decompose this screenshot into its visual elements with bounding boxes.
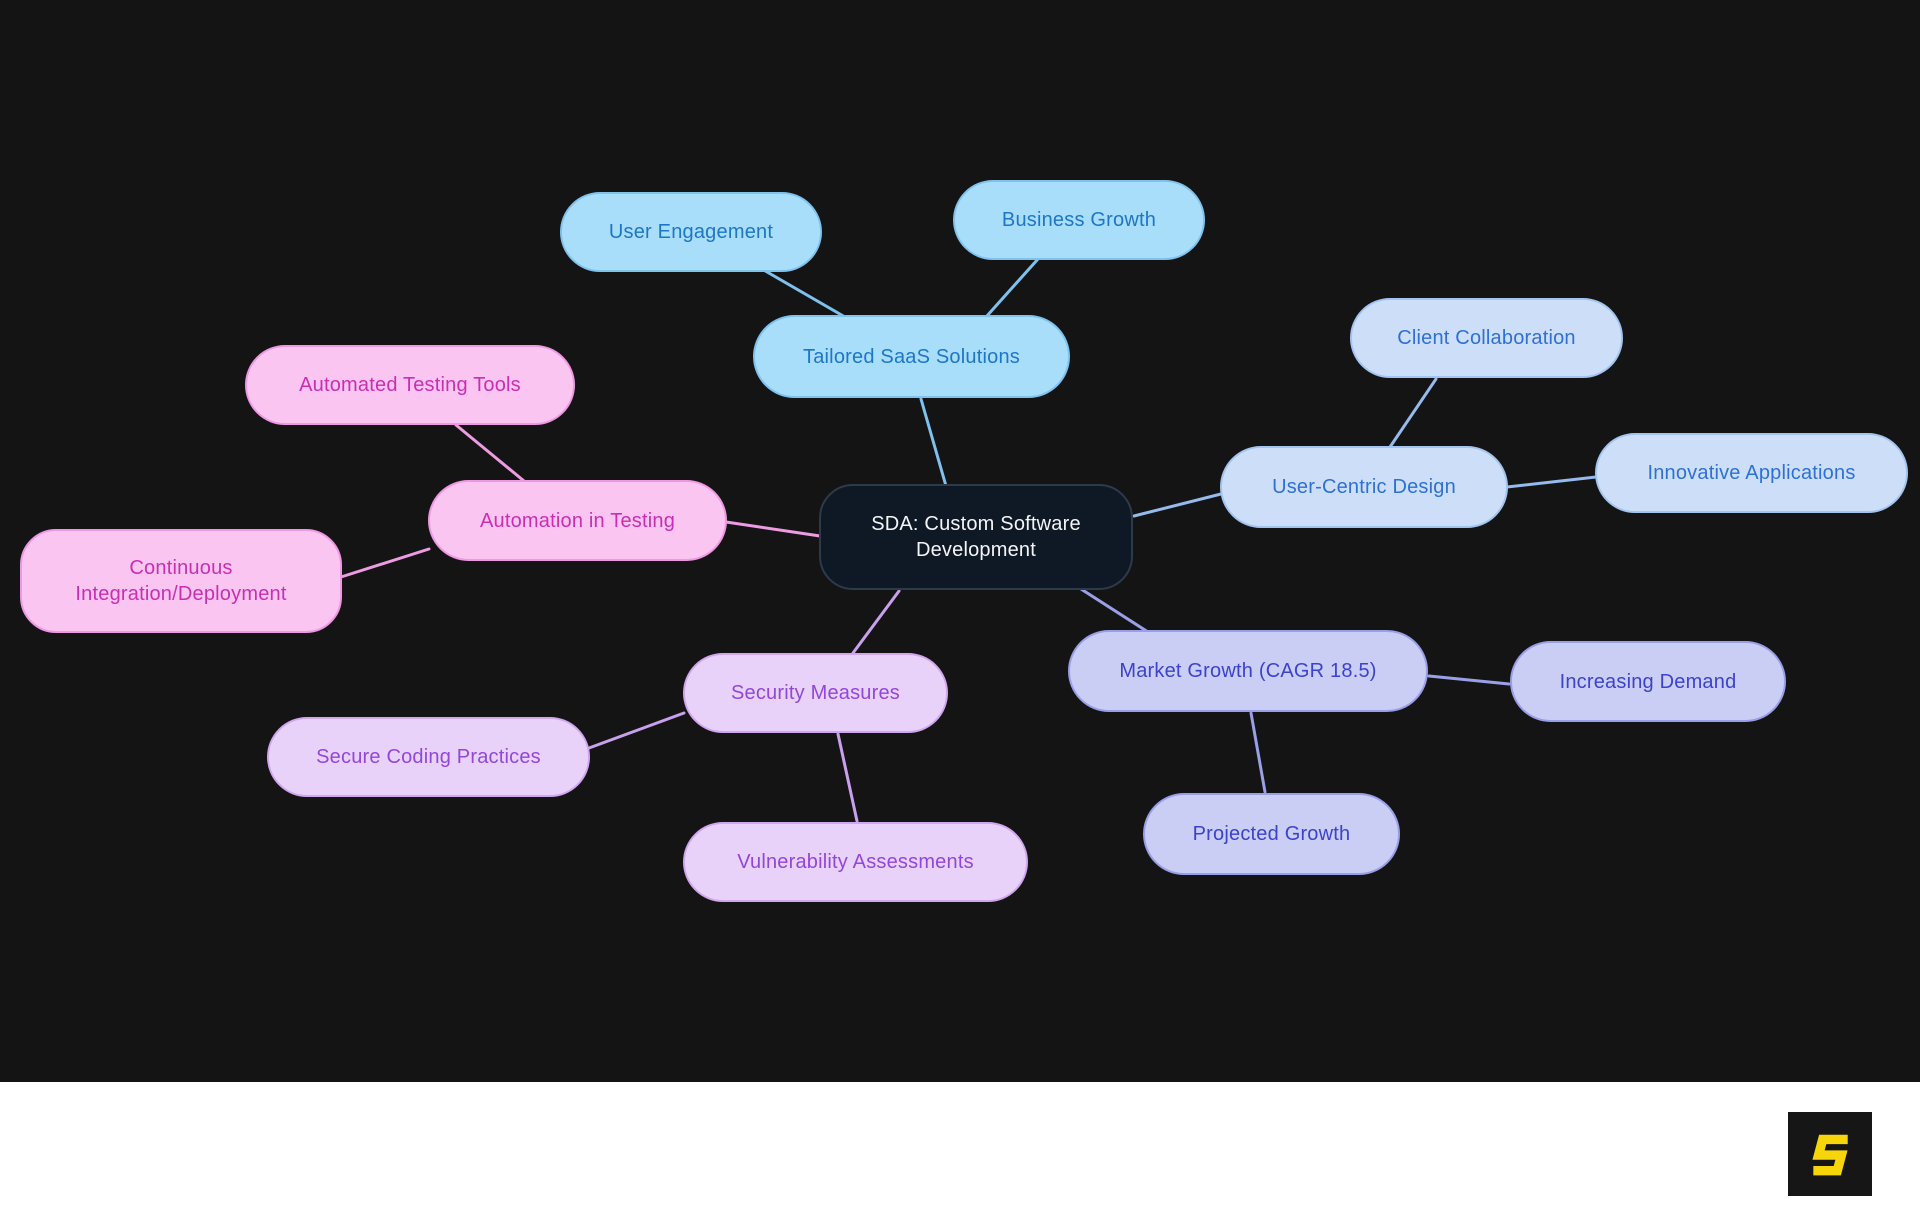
node-label: Automated Testing Tools bbox=[299, 374, 521, 396]
node-label: Innovative Applications bbox=[1647, 462, 1856, 484]
node-innovative-applications[interactable]: Innovative Applications bbox=[1595, 433, 1908, 513]
node-label: Continuous Integration/Deployment bbox=[75, 557, 287, 605]
node-projected-growth[interactable]: Projected Growth bbox=[1143, 793, 1400, 875]
node-label: User-Centric Design bbox=[1272, 476, 1456, 498]
edge-root-automation bbox=[724, 520, 822, 538]
node-market-growth-cagr[interactable]: Market Growth (CAGR 18.5) bbox=[1068, 630, 1428, 712]
node-security-measures[interactable]: Security Measures bbox=[683, 653, 948, 733]
node-continuous-integration-deployment[interactable]: Continuous Integration/Deployment bbox=[20, 529, 342, 633]
edge-market-projected-growth bbox=[1249, 711, 1267, 794]
node-label: Tailored SaaS Solutions bbox=[803, 345, 1020, 368]
brand-logo bbox=[1788, 1112, 1872, 1196]
node-user-engagement[interactable]: User Engagement bbox=[560, 192, 822, 272]
mindmap-canvas: SDA: Custom Software Development Tailore… bbox=[20, 180, 1908, 902]
edge-tailored-business-growth bbox=[984, 257, 1040, 319]
node-label: Automation in Testing bbox=[479, 509, 676, 532]
node-label: Client Collaboration bbox=[1397, 327, 1576, 349]
edge-security-secure-coding bbox=[587, 711, 686, 750]
node-automated-testing-tools[interactable]: Automated Testing Tools bbox=[245, 345, 575, 425]
edge-layer bbox=[339, 257, 1598, 823]
node-business-growth[interactable]: Business Growth bbox=[953, 180, 1205, 260]
node-automation-in-testing[interactable]: Automation in Testing bbox=[428, 480, 727, 561]
edge-market-increasing-demand bbox=[1427, 674, 1511, 686]
edge-usercentric-client-collaboration bbox=[1388, 377, 1438, 449]
node-label: Business Growth bbox=[1001, 209, 1157, 231]
edge-root-market-growth bbox=[1079, 587, 1150, 634]
edge-tailored-user-engagement bbox=[760, 267, 847, 319]
node-label: Vulnerability Assessments bbox=[737, 851, 974, 873]
edge-root-user-centric bbox=[1132, 492, 1223, 518]
edge-root-security bbox=[851, 589, 901, 655]
angular-s-icon bbox=[1812, 1134, 1848, 1176]
footer-bar bbox=[0, 1082, 1920, 1215]
node-user-centric-design[interactable]: User-Centric Design bbox=[1220, 446, 1508, 528]
edge-security-vulnerability bbox=[836, 732, 859, 823]
node-client-collaboration[interactable]: Client Collaboration bbox=[1350, 298, 1623, 378]
edge-automation-ci-cd bbox=[339, 547, 431, 579]
edge-usercentric-innovative-applications bbox=[1505, 475, 1598, 489]
node-label: User Engagement bbox=[608, 221, 774, 243]
edge-automation-testing-tools bbox=[454, 423, 526, 483]
node-vulnerability-assessments[interactable]: Vulnerability Assessments bbox=[683, 822, 1028, 902]
node-label: Increasing Demand bbox=[1559, 670, 1737, 693]
node-label: SDA: Custom Software Development bbox=[871, 513, 1081, 561]
node-label: Security Measures bbox=[730, 682, 900, 704]
node-tailored-saas-solutions[interactable]: Tailored SaaS Solutions bbox=[753, 315, 1070, 398]
node-label: Secure Coding Practices bbox=[316, 746, 541, 768]
node-increasing-demand[interactable]: Increasing Demand bbox=[1510, 641, 1786, 722]
node-root-sda-custom-software-development[interactable]: SDA: Custom Software Development bbox=[819, 484, 1133, 590]
node-secure-coding-practices[interactable]: Secure Coding Practices bbox=[267, 717, 590, 797]
edge-root-tailored-saas bbox=[919, 397, 948, 488]
node-label: Projected Growth bbox=[1192, 823, 1351, 845]
node-label: Market Growth (CAGR 18.5) bbox=[1119, 660, 1377, 682]
